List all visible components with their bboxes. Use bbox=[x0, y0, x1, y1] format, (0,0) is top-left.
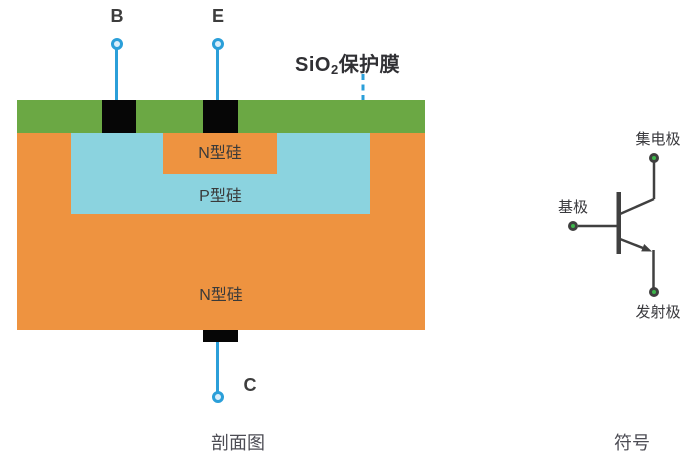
pin-wire-b bbox=[115, 48, 118, 101]
p-base-label: P型硅 bbox=[199, 188, 242, 205]
n-substrate-label: N型硅 bbox=[199, 287, 243, 304]
sio2-annotation: SiO2保护膜 bbox=[295, 48, 400, 77]
base-label: 基极 bbox=[557, 199, 588, 216]
cross-section-view: N型硅 P型硅 N型硅 bbox=[17, 100, 425, 342]
pin-ball-c bbox=[212, 391, 224, 403]
pin-wire-e bbox=[216, 48, 219, 101]
n-emitter-region bbox=[163, 133, 277, 174]
emitter-terminal-dot bbox=[649, 287, 659, 297]
base-contact bbox=[102, 100, 136, 133]
terminal-label-b: B bbox=[110, 6, 124, 26]
collector-terminal-dot bbox=[649, 153, 659, 163]
pin-wire-c bbox=[216, 341, 219, 393]
emitter-contact bbox=[203, 100, 238, 133]
symbol-caption: 符号 bbox=[614, 433, 650, 453]
emitter-arrowhead-icon bbox=[641, 244, 652, 252]
base-terminal-dot bbox=[568, 221, 578, 231]
collector-label: 集电极 bbox=[635, 131, 681, 148]
sio2-text-sub: 2 bbox=[330, 62, 339, 77]
collector-contact bbox=[203, 330, 238, 342]
sio2-text-suffix: 保护膜 bbox=[338, 54, 401, 76]
cross-section-caption: 剖面图 bbox=[211, 433, 265, 453]
transistor-symbol bbox=[568, 153, 659, 297]
terminal-label-c: C bbox=[243, 375, 257, 395]
n-emitter-label: N型硅 bbox=[198, 145, 242, 162]
base-bar bbox=[616, 192, 621, 254]
sio2-text-prefix: SiO bbox=[295, 54, 331, 76]
emitter-label: 发射极 bbox=[635, 304, 681, 321]
terminal-label-e: E bbox=[211, 6, 224, 26]
